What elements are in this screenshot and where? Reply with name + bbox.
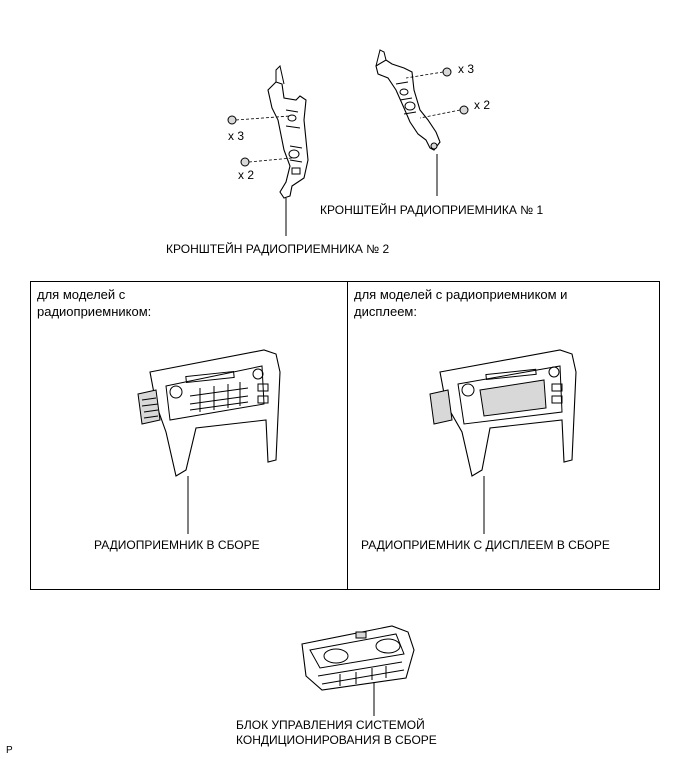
radio-display-assembly-drawing <box>429 349 577 534</box>
panel-radio-display-title-line1: для моделей с радиоприемником и <box>354 287 568 302</box>
panel-radio-title-line2: радиоприемником: <box>37 304 152 319</box>
radio-display-assembly-label: РАДИОПРИЕМНИК С ДИСПЛЕЕМ В СБОРЕ <box>361 538 610 552</box>
b1-screw-qty-upper: x 3 <box>458 62 475 76</box>
bracket-1-drawing <box>375 49 469 196</box>
panel-radio-display-title-line2: дисплеем: <box>354 304 417 319</box>
bracket-2-label: КРОНШТЕЙН РАДИОПРИЕМНИКА № 2 <box>166 242 390 256</box>
panel-radio-title-line1: для моделей с <box>37 287 126 302</box>
radio-assembly-label: РАДИОПРИЕМНИК В СБОРЕ <box>94 538 260 552</box>
bracket-1-label: КРОНШТЕЙН РАДИОПРИЕМНИКА № 1 <box>320 203 544 217</box>
bracket-2-drawing <box>227 65 309 236</box>
ac-control-label-line1: БЛОК УПРАВЛЕНИЯ СИСТЕМОЙ <box>236 718 425 732</box>
radio-assembly-drawing <box>137 349 281 534</box>
ac-control-label-line2: КОНДИЦИОНИРОВАНИЯ В СБОРЕ <box>236 733 437 747</box>
corner-mark: P <box>6 745 13 756</box>
b2-screw-qty-upper: x 3 <box>228 129 245 143</box>
b1-screw-qty-lower: x 2 <box>474 98 491 112</box>
ac-control-drawing <box>301 625 415 716</box>
panel-radio-display: для моделей с радиоприемником и дисплеем… <box>347 281 660 590</box>
b2-screw-qty-lower: x 2 <box>238 168 255 182</box>
